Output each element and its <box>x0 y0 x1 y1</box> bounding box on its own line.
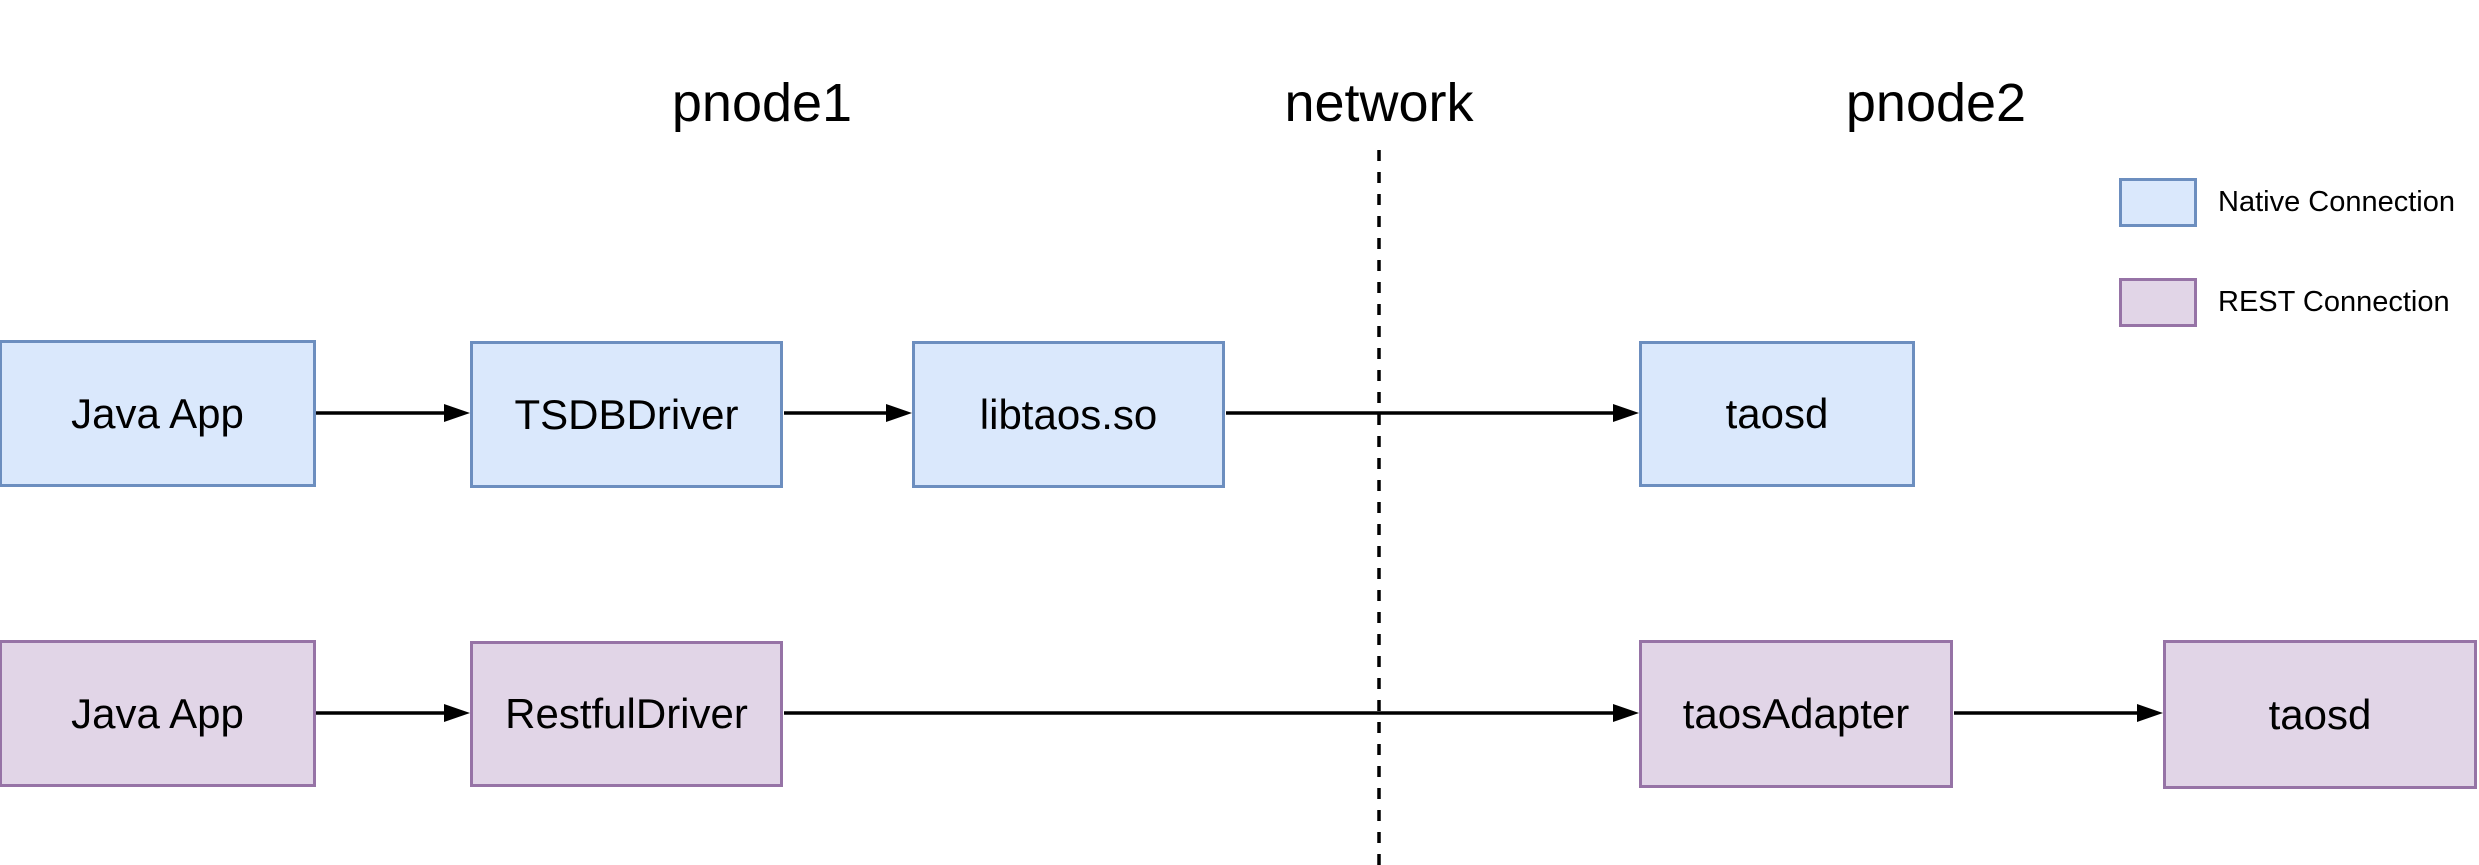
node-label: TSDBDriver <box>514 390 739 438</box>
arrow-java-app-to-tsdbdriver <box>316 404 470 422</box>
arrow-restfuldriver-to-taosadapter <box>784 704 1639 722</box>
node-libtaos-so: libtaos.so <box>912 341 1225 488</box>
node-label: Java App <box>71 689 244 737</box>
node-java-app-rest: Java App <box>0 640 316 787</box>
arrow-taosadapter-to-taosd <box>1954 704 2163 722</box>
arrow-tsdbdriver-to-libtaos <box>784 404 912 422</box>
node-label: RestfulDriver <box>505 690 748 737</box>
legend-item-rest: REST Connection <box>2119 278 2479 327</box>
node-label: taosAdapter <box>1682 690 1910 737</box>
node-label: taosd <box>1725 390 1829 437</box>
node-java-app-native: Java App <box>0 340 316 487</box>
zone-label-pnode2: pnode2 <box>1845 73 2027 133</box>
legend-label-native: Native Connection <box>2218 186 2455 218</box>
zone-label-pnode1: pnode1 <box>671 73 853 133</box>
arrow-java-app-to-restfuldriver <box>316 704 470 722</box>
node-label: libtaos.so <box>979 390 1158 438</box>
node-label: taosd <box>2268 690 2372 738</box>
legend: Native Connection REST Connection <box>2119 178 2479 378</box>
legend-label-rest: REST Connection <box>2218 286 2450 318</box>
node-restfuldriver: RestfulDriver <box>470 641 783 787</box>
rest-connection-swatch <box>2119 278 2197 327</box>
arrow-libtaos-to-taosd <box>1226 404 1639 422</box>
native-connection-swatch <box>2119 178 2197 227</box>
node-taosd-native: taosd <box>1639 341 1915 487</box>
zone-label-network: network <box>1284 73 1474 133</box>
node-taosd-rest: taosd <box>2163 640 2477 789</box>
node-tsdbdriver: TSDBDriver <box>470 341 783 488</box>
node-label: Java App <box>71 389 244 437</box>
legend-item-native: Native Connection <box>2119 178 2479 227</box>
node-taosadapter: taosAdapter <box>1639 640 1953 788</box>
